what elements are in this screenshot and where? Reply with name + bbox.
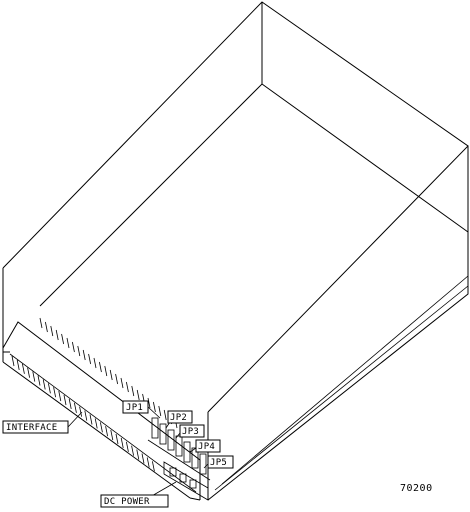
connector-pin <box>126 381 129 393</box>
connector-pin <box>37 375 41 386</box>
connector-pin <box>84 410 88 421</box>
connector-pin <box>136 389 140 401</box>
label-jp2-text: JP2 <box>170 413 187 423</box>
connector-pin <box>55 329 59 341</box>
label-interface-text: INTERFACE <box>6 423 57 433</box>
connector-pin <box>146 457 150 468</box>
connector-pin <box>104 365 108 377</box>
connector-pin <box>45 321 48 333</box>
connector-pin <box>105 426 108 437</box>
connector-pin <box>74 402 77 413</box>
connector-pin <box>79 406 82 417</box>
dc-power-connector <box>163 461 209 501</box>
connector-pin <box>158 405 162 417</box>
connector-pin <box>163 409 167 421</box>
connector-pin <box>32 371 36 382</box>
connector-pin <box>63 394 67 406</box>
connector-pin <box>109 369 113 381</box>
connector-pin <box>147 397 151 409</box>
connector-pin <box>50 325 54 337</box>
label-jp1: JP1 <box>122 400 149 414</box>
label-jp4: JP4 <box>195 439 221 453</box>
figure-number: 70200 <box>400 483 433 494</box>
connector-pin <box>94 418 98 429</box>
connector-pin <box>68 398 72 409</box>
connector-pin <box>82 349 86 361</box>
connector-pin <box>42 379 46 390</box>
drive-body <box>2 1 469 501</box>
connector-pin <box>115 433 119 445</box>
label-interface: INTERFACE <box>2 420 69 434</box>
label-jp1-text: JP1 <box>126 403 143 413</box>
connector-pin <box>53 387 56 398</box>
connector-pin <box>11 355 15 367</box>
connector-pin <box>136 449 140 460</box>
connector-pin <box>39 317 43 329</box>
connector-pin <box>16 359 20 370</box>
label-jp2: JP2 <box>167 410 193 424</box>
label-dc-power: DC POWER <box>100 494 169 508</box>
connector-pin <box>131 385 135 397</box>
connector-pin <box>66 337 70 349</box>
connector-pin <box>61 333 64 345</box>
label-jp4-text: JP4 <box>198 442 215 452</box>
label-jp3: JP3 <box>179 424 205 438</box>
label-jp5-text: JP5 <box>210 458 227 468</box>
connector-pin <box>72 341 75 353</box>
jumper-block <box>147 417 211 481</box>
connector-pin <box>89 414 93 425</box>
label-jp5: JP5 <box>207 455 234 469</box>
connector-pin <box>58 391 62 402</box>
connector-pin <box>27 367 30 378</box>
connector-pin <box>152 461 155 472</box>
connector-pin <box>120 437 124 448</box>
connector-pin <box>22 363 25 374</box>
connector-pin <box>88 353 91 365</box>
interface-pins-upper <box>39 317 178 429</box>
label-jp3-text: JP3 <box>182 427 199 437</box>
connector-pin <box>153 401 156 413</box>
connector-pin <box>115 373 118 385</box>
connector-pin <box>126 441 129 452</box>
connector-pin <box>120 377 124 389</box>
connector-pin <box>131 445 134 456</box>
interface-pins-lower <box>11 355 155 472</box>
label-dc-power-text: DC POWER <box>104 497 150 507</box>
interface-board <box>2 321 201 501</box>
connector-pin <box>141 453 145 464</box>
connector-pin <box>48 383 51 394</box>
connector-pin <box>100 422 103 433</box>
connector-pin <box>77 345 81 357</box>
connector-pin <box>110 430 114 441</box>
connector-pin <box>93 357 97 369</box>
connector-pin <box>99 361 102 373</box>
